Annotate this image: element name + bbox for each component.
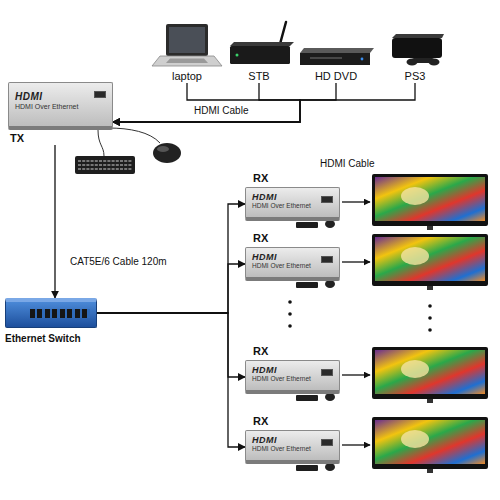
source-device: STB (226, 70, 292, 83)
source-device: HD DVD (300, 70, 372, 83)
unit-label: RX (253, 172, 340, 185)
source-device: laptop (152, 70, 222, 83)
brand-logo: HDMI (15, 91, 90, 103)
usb-port (94, 91, 106, 98)
switch-ports (30, 309, 90, 318)
switch-body (5, 298, 97, 328)
extender-body: HDMIHDMI Over Ethernet (245, 430, 340, 464)
unit-label: TX (10, 132, 113, 145)
usb-port (321, 369, 333, 376)
game-console-icon (392, 34, 444, 66)
extender-body: HDMIHDMI Over Ethernet (8, 82, 113, 130)
model-text: HDMI Over Ethernet (15, 103, 90, 111)
brand-logo: HDMI (252, 435, 317, 445)
receiver: RX HDMIHDMI Over Ethernet (245, 232, 340, 281)
hdmi-cables-to-tv (342, 202, 370, 445)
ethernet-switch: Ethernet Switch (5, 298, 97, 345)
unit-label: RX (253, 415, 340, 428)
cable-connector (113, 83, 415, 122)
brand-logo: HDMI (252, 192, 317, 202)
hd-dvd-player-icon (300, 48, 374, 65)
unit-label: RX (253, 345, 340, 358)
cable-connector (97, 264, 245, 313)
cable-connector (113, 83, 336, 122)
model-text: HDMI Over Ethernet (252, 445, 317, 452)
cable-connector (113, 83, 300, 122)
brand-logo: HDMI (252, 252, 317, 262)
cable-connector (54, 145, 55, 298)
model-text: HDMI Over Ethernet (252, 202, 317, 209)
device-label: STB (226, 70, 292, 83)
cable-label: HDMI Cable (318, 158, 376, 170)
extender-body: HDMIHDMI Over Ethernet (245, 187, 340, 221)
laptop-icon (152, 24, 222, 66)
receiver: RX HDMIHDMI Over Ethernet (245, 172, 340, 221)
device-label: HD DVD (300, 70, 372, 83)
cable-label: HDMI Cable (192, 105, 250, 117)
set-top-box-icon (230, 22, 294, 64)
usb-port (321, 439, 333, 446)
extender-body: HDMIHDMI Over Ethernet (245, 360, 340, 394)
receiver: RX HDMIHDMI Over Ethernet (245, 415, 340, 464)
cable-connector (97, 313, 245, 377)
extender-body: HDMIHDMI Over Ethernet (245, 247, 340, 281)
usb-port (321, 256, 333, 263)
cable-connector (113, 83, 300, 122)
device-label: PS3 (384, 70, 446, 83)
usb-port (321, 196, 333, 203)
receiver: RX HDMIHDMI Over Ethernet (245, 345, 340, 394)
tx-keyboard-mouse (75, 128, 181, 174)
model-text: HDMI Over Ethernet (252, 262, 317, 269)
tv-screens (372, 174, 488, 473)
cable-connector (97, 313, 245, 447)
unit-label: RX (253, 232, 340, 245)
model-text: HDMI Over Ethernet (252, 375, 317, 382)
transmitter: HDMIHDMI Over EthernetTX (8, 82, 113, 145)
cable-label: CAT5E/6 Cable 120m (68, 256, 169, 268)
device-label: laptop (152, 70, 222, 83)
switch-label: Ethernet Switch (5, 332, 97, 345)
ellipsis-dots (288, 300, 432, 332)
source-device: PS3 (384, 70, 446, 83)
brand-logo: HDMI (252, 365, 317, 375)
